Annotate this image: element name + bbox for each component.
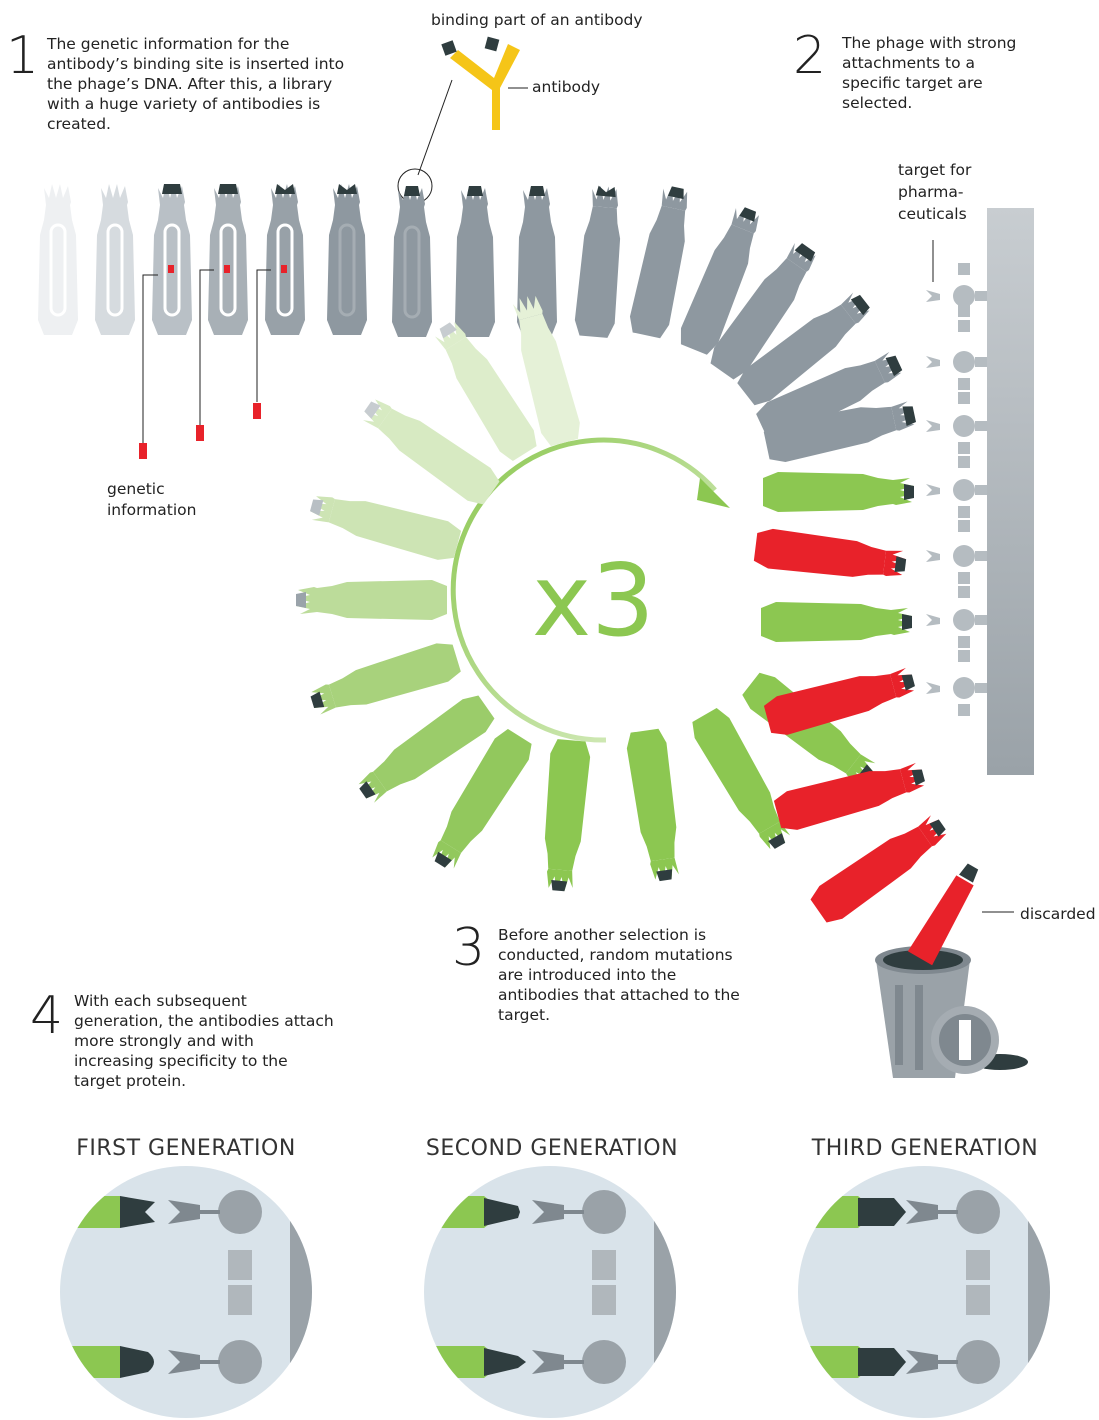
genetic-info-label-2: information [107, 501, 197, 519]
discarded-label: discarded [1020, 905, 1096, 923]
target-bar [932, 208, 1034, 775]
generation-title-3: THIRD GENERATION [811, 1136, 1039, 1161]
genetic-info-label-1: genetic [107, 480, 165, 498]
step-2-number: 2 [793, 26, 827, 86]
step-4-text: With each subsequent generation, the ant… [74, 992, 334, 1090]
step-1-number: 1 [6, 26, 40, 86]
binding-part-label: binding part of an antibody [431, 11, 643, 29]
step-1-text: The genetic information for the antibody… [47, 35, 345, 133]
generation-title-2: SECOND GENERATION [425, 1136, 679, 1161]
target-receptor-chain [926, 263, 987, 716]
cycle-arrow [450, 437, 730, 743]
antibody-y-shape [397, 36, 528, 204]
step-3-number: 3 [452, 918, 486, 978]
phage-ring [296, 293, 950, 928]
discard-bin-icon [875, 863, 1028, 1078]
genetic-info-connectors [142, 269, 271, 445]
step-3-text: Before another selection is conducted, r… [498, 926, 740, 1024]
cycle-count: x3 [532, 542, 655, 659]
target-label-1: target for [898, 161, 972, 179]
generation-title-1: FIRST GENERATION [76, 1136, 296, 1161]
step-2-text: The phage with strong attachments to a s… [842, 34, 1017, 112]
target-label-3: ceuticals [898, 205, 967, 223]
antibody-label: antibody [532, 78, 601, 96]
generation-circle-3 [798, 1166, 1050, 1418]
phage-row-top [38, 184, 918, 466]
generation-circle-2 [424, 1166, 676, 1418]
generation-circle-1 [60, 1166, 312, 1418]
step-4-number: 4 [30, 986, 64, 1046]
genetic-info-markers [139, 403, 261, 459]
target-label-2: pharma- [898, 183, 964, 201]
